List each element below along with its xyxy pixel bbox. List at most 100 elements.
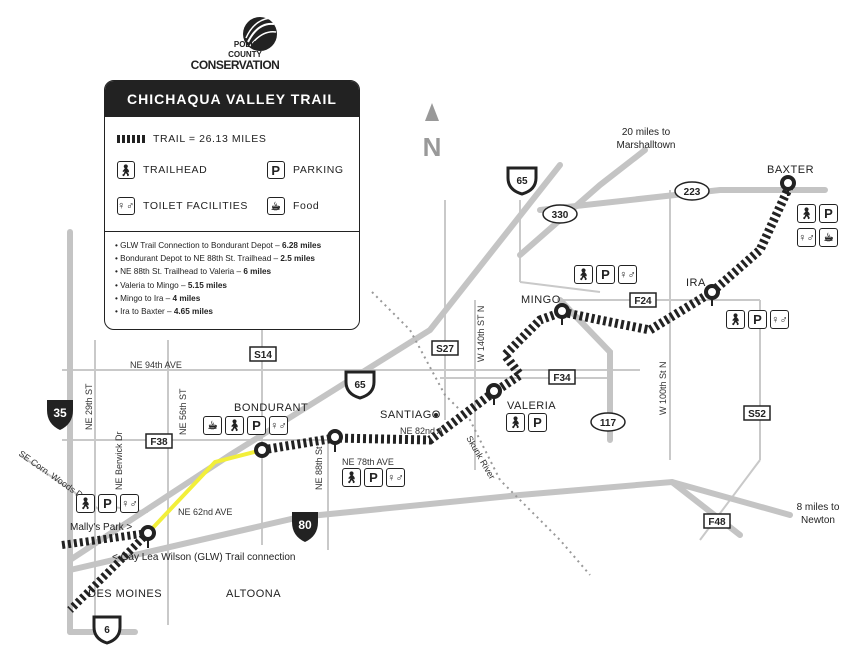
road-ne29: NE 29th ST — [84, 383, 94, 430]
segment-item: • Mingo to Ira – 4 miles — [115, 293, 201, 303]
restroom-icon: ♀♂ — [117, 197, 135, 215]
north-arrow-icon: N — [423, 103, 442, 162]
trailhead-pin-ira[interactable] — [704, 284, 720, 300]
hiker-icon: 🚶︎ — [726, 310, 745, 329]
us-65-shield-north: 65 — [506, 166, 538, 196]
hiker-icon: 🚶︎ — [76, 494, 95, 513]
town-altoona: ALTOONA — [226, 588, 281, 600]
legend-title: CHICHAQUA VALLEY TRAIL — [105, 81, 359, 117]
hiker-icon: 🚶︎ — [342, 468, 361, 487]
trailhead-pin-valeria[interactable] — [486, 383, 502, 399]
legend-food: ☕︎ Food — [267, 197, 319, 215]
hiker-icon: 🚶︎ — [574, 265, 593, 284]
parking-icon: P — [528, 413, 547, 432]
town-des-moines: DES MOINES — [88, 588, 162, 600]
restroom-icon: ♀♂ — [618, 265, 637, 284]
food-icon: ☕︎ — [267, 197, 285, 215]
town-mingo: MINGO — [521, 294, 561, 306]
glw-connection-label: < Gay Lea Wilson (GLW) Trail connection — [112, 552, 296, 563]
town-santiago: SANTIAGO — [380, 409, 441, 421]
trailhead-pin-mallys[interactable] — [140, 525, 156, 541]
parking-icon: P — [748, 310, 767, 329]
legend-toilet: ♀♂ TOILET FACILITIES — [117, 197, 248, 215]
ne88-amenities: 🚶︎ P ♀♂ — [342, 468, 405, 487]
baxter-amenities-top: 🚶︎ P — [797, 204, 838, 223]
hiker-icon: 🚶︎ — [506, 413, 525, 432]
svg-text:65: 65 — [354, 380, 366, 391]
valeria-amenities: 🚶︎ P — [506, 413, 547, 432]
svg-text:330: 330 — [552, 210, 569, 221]
trailhead-pin-ne88[interactable] — [327, 429, 343, 445]
route-f48: F48 — [708, 517, 726, 528]
trailhead-pin-bondurant[interactable] — [254, 442, 270, 458]
interstate-80-shield: 80 — [292, 512, 318, 542]
route-s14: S14 — [254, 350, 272, 361]
restroom-icon: ♀♂ — [269, 416, 288, 435]
hiker-icon: 🚶︎ — [225, 416, 244, 435]
route-117-oval: 117 — [590, 412, 626, 432]
parking-icon: P — [98, 494, 117, 513]
svg-text:N: N — [423, 132, 442, 162]
restroom-icon: ♀♂ — [120, 494, 139, 513]
mallys-park-label: Mally's Park > — [70, 522, 132, 533]
mingo-amenities: 🚶︎ P ♀♂ — [574, 265, 637, 284]
route-s52: S52 — [748, 409, 766, 420]
road-w100: W 100th St N — [658, 361, 668, 415]
route-330-oval: 330 — [542, 204, 578, 224]
route-f24: F24 — [634, 296, 652, 307]
mallys-park-amenities: 🚶︎ P ♀♂ — [76, 494, 139, 513]
ira-amenities: 🚶︎ P ♀♂ — [726, 310, 789, 329]
us-65-shield-south: 65 — [344, 370, 376, 400]
parking-icon: P — [267, 161, 285, 179]
trailhead-pin-baxter[interactable] — [780, 175, 796, 191]
route-f34: F34 — [553, 373, 571, 384]
svg-text:6: 6 — [104, 625, 110, 636]
hiker-icon: 🚶︎ — [797, 204, 816, 223]
restroom-icon: ♀♂ — [797, 228, 816, 247]
svg-text:65: 65 — [516, 176, 528, 187]
logo-line-1: POLK — [233, 40, 257, 49]
road-ne88: NE 88th St — [314, 446, 324, 490]
trailhead-pin-mingo[interactable] — [554, 303, 570, 319]
road-ne82: NE 82nd A — [400, 426, 443, 436]
segment-item: • Ira to Baxter – 4.65 miles — [115, 307, 213, 317]
town-ira: IRA — [686, 277, 706, 289]
food-icon: ☕︎ — [819, 228, 838, 247]
bondurant-amenities: ☕︎ 🚶︎ P ♀♂ — [203, 416, 288, 435]
parking-icon: P — [247, 416, 266, 435]
road-berwick: NE Berwick Dr — [114, 431, 124, 490]
legend-trail-label: TRAIL = 26.13 MILES — [153, 133, 267, 145]
segment-item: • Valeria to Mingo – 5.15 miles — [115, 280, 227, 290]
logo-line-2: COUNTY — [228, 50, 262, 59]
food-icon: ☕︎ — [203, 416, 222, 435]
legend-toilet-label: TOILET FACILITIES — [143, 200, 248, 212]
parking-icon: P — [596, 265, 615, 284]
svg-text:80: 80 — [298, 518, 312, 532]
legend-food-label: Food — [293, 200, 320, 212]
polk-county-conservation-logo: POLK COUNTY CONSERVATION — [180, 12, 290, 72]
legend-parking-label: PARKING — [293, 164, 344, 176]
segment-item: • GLW Trail Connection to Bondurant Depo… — [115, 241, 322, 250]
interstate-35-shield: 35 — [47, 400, 73, 430]
us-6-shield: 6 — [92, 615, 122, 645]
road-ne56: NE 56th ST — [178, 388, 188, 435]
svg-text:35: 35 — [53, 406, 67, 420]
road-ne78: NE 78th AVE — [342, 457, 394, 467]
town-valeria: VALERIA — [507, 400, 556, 412]
road-w140: W 140th ST N — [476, 306, 486, 362]
segment-distance-list: • GLW Trail Connection to Bondurant Depo… — [115, 239, 321, 318]
road-ne62: NE 62nd AVE — [178, 507, 232, 517]
town-baxter: BAXTER — [767, 164, 814, 176]
route-223-oval: 223 — [674, 181, 710, 201]
route-f38: F38 — [150, 437, 168, 448]
parking-icon: P — [364, 468, 383, 487]
trail-swatch-icon — [117, 135, 145, 143]
restroom-icon: ♀♂ — [770, 310, 789, 329]
hiker-icon: 🚶︎ — [117, 161, 135, 179]
parking-icon: P — [819, 204, 838, 223]
restroom-icon: ♀♂ — [386, 468, 405, 487]
legend-trail: TRAIL = 26.13 MILES — [117, 133, 266, 145]
